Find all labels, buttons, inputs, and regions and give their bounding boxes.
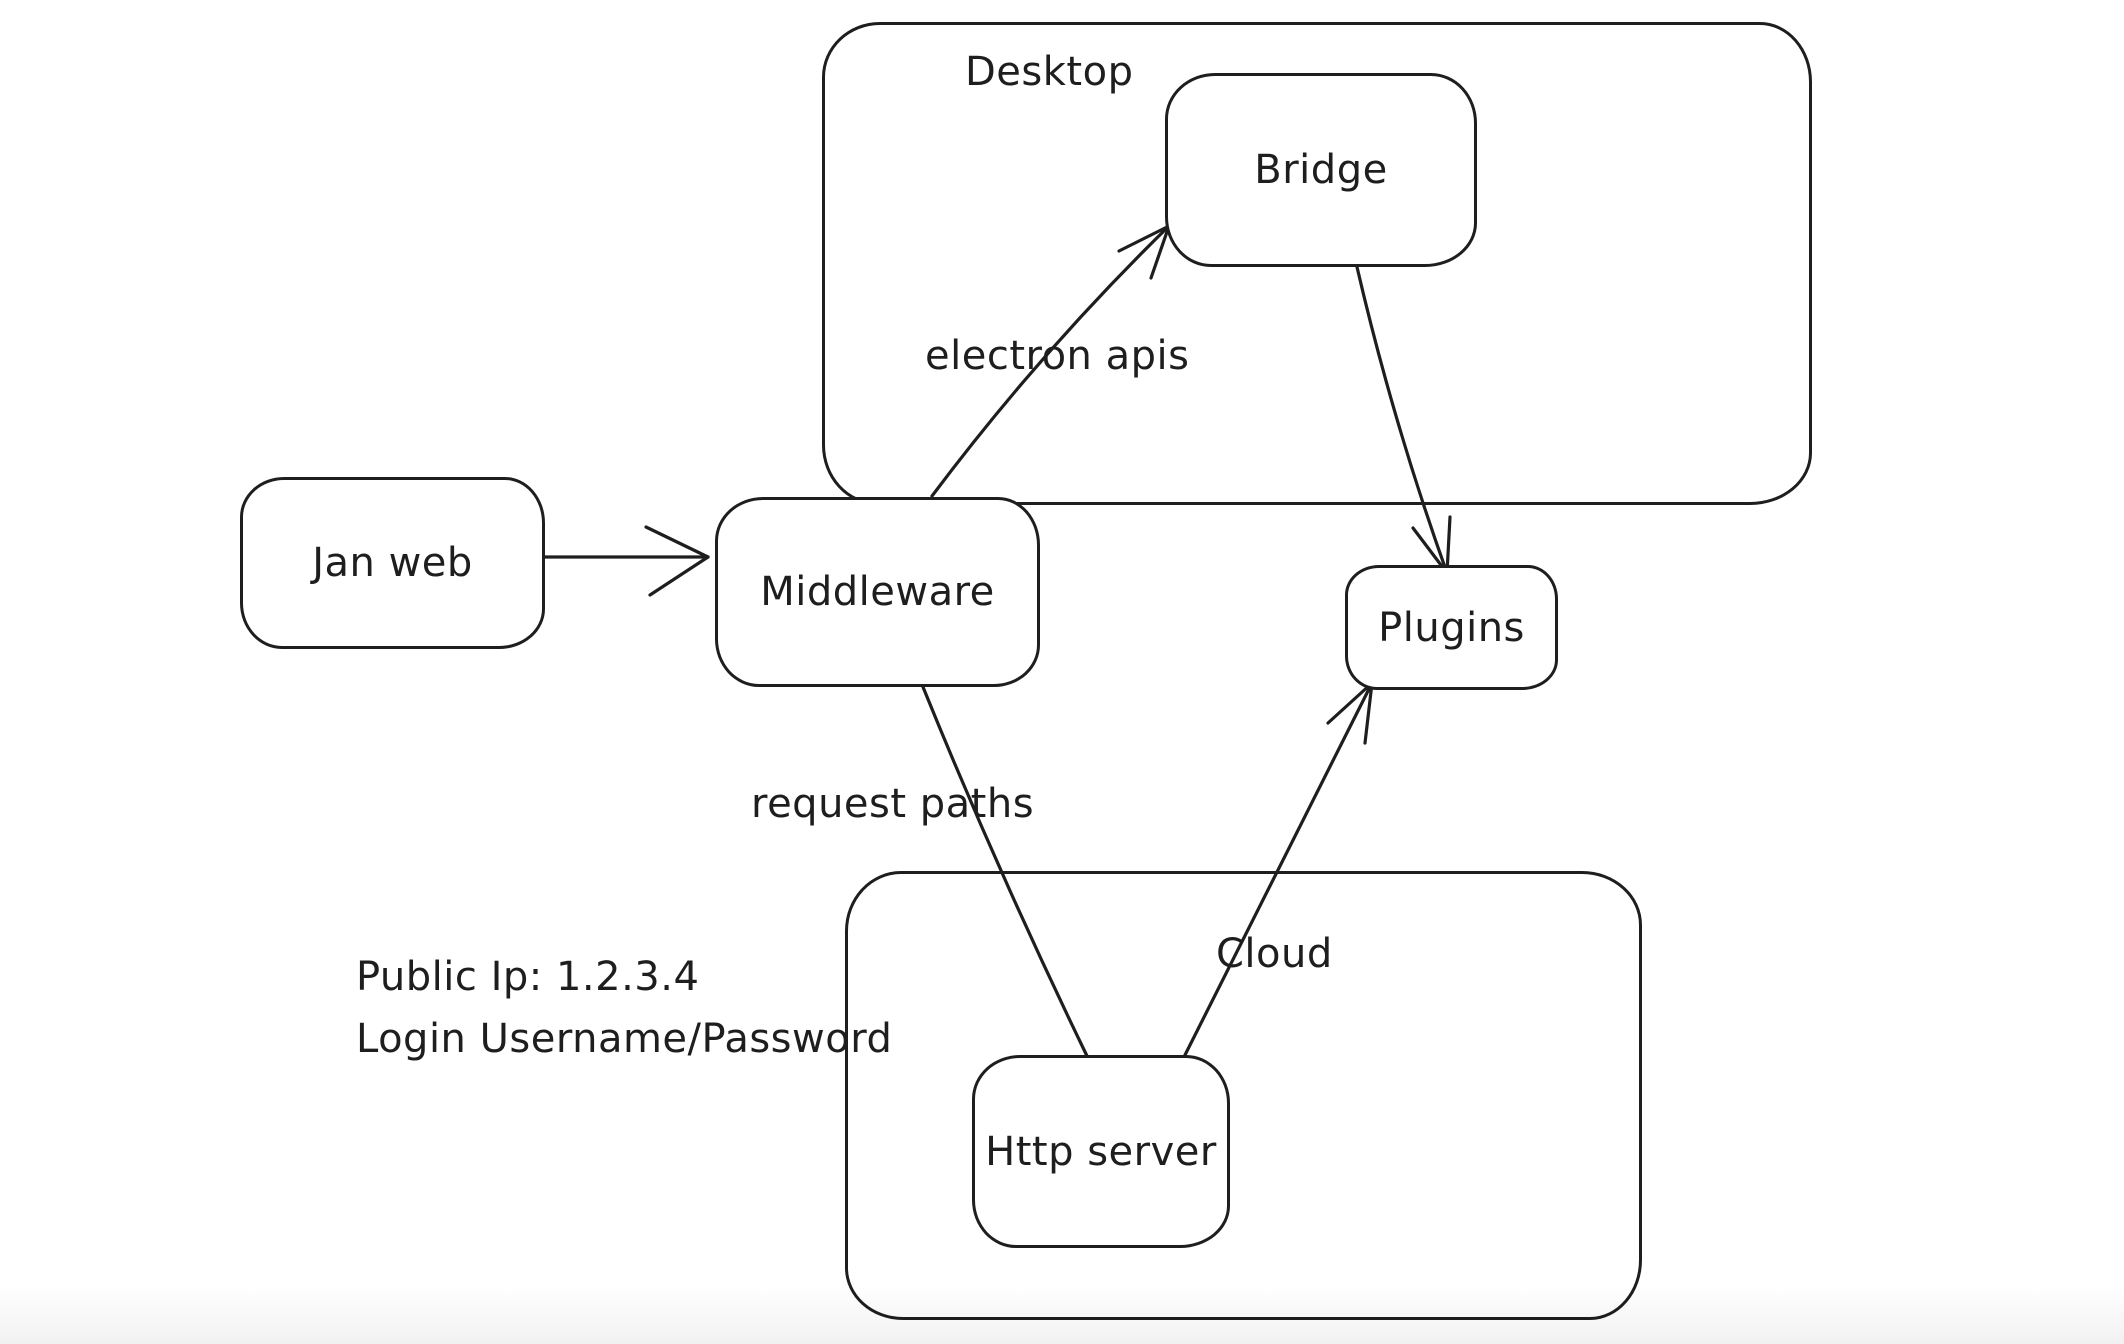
arrowhead [1326, 681, 1374, 745]
node-jan-web-label: Jan web [312, 540, 473, 586]
login-text: Login Username/Password [356, 1016, 893, 1062]
arrow-middleware-to-bridge[interactable] [930, 224, 1171, 498]
edge-label-electron-apis: electron apis [925, 333, 1190, 379]
node-plugins[interactable]: Plugins [1345, 565, 1558, 690]
credentials-annotation: Public Ip: 1.2.3.4 Login Username/Passwo… [356, 946, 892, 1070]
desktop-container[interactable] [822, 22, 1812, 505]
node-plugins-label: Plugins [1378, 604, 1525, 651]
arrow-bridge-to-plugins[interactable] [1355, 265, 1452, 575]
public-ip-text: Public Ip: 1.2.3.4 [356, 954, 700, 1000]
cloud-container[interactable] [845, 871, 1642, 1320]
arrowhead [644, 525, 710, 597]
cloud-container-label: Cloud [1216, 931, 1333, 977]
node-bridge[interactable]: Bridge [1165, 73, 1477, 267]
node-bridge-label: Bridge [1254, 147, 1388, 193]
arrow-jan-web-to-middleware[interactable] [543, 525, 710, 597]
line-middleware-to-http-server[interactable] [921, 685, 1089, 1058]
desktop-container-label: Desktop [965, 49, 1134, 95]
node-jan-web[interactable]: Jan web [240, 477, 545, 649]
node-http-server-label: Http server [985, 1128, 1217, 1175]
arrow-http-server-to-plugins[interactable] [1183, 681, 1374, 1057]
node-http-server[interactable]: Http server [972, 1055, 1230, 1248]
arrowhead [1117, 224, 1171, 280]
node-middleware-label: Middleware [760, 569, 995, 615]
node-middleware[interactable]: Middleware [715, 497, 1040, 687]
edge-label-request-paths: request paths [751, 781, 1035, 827]
